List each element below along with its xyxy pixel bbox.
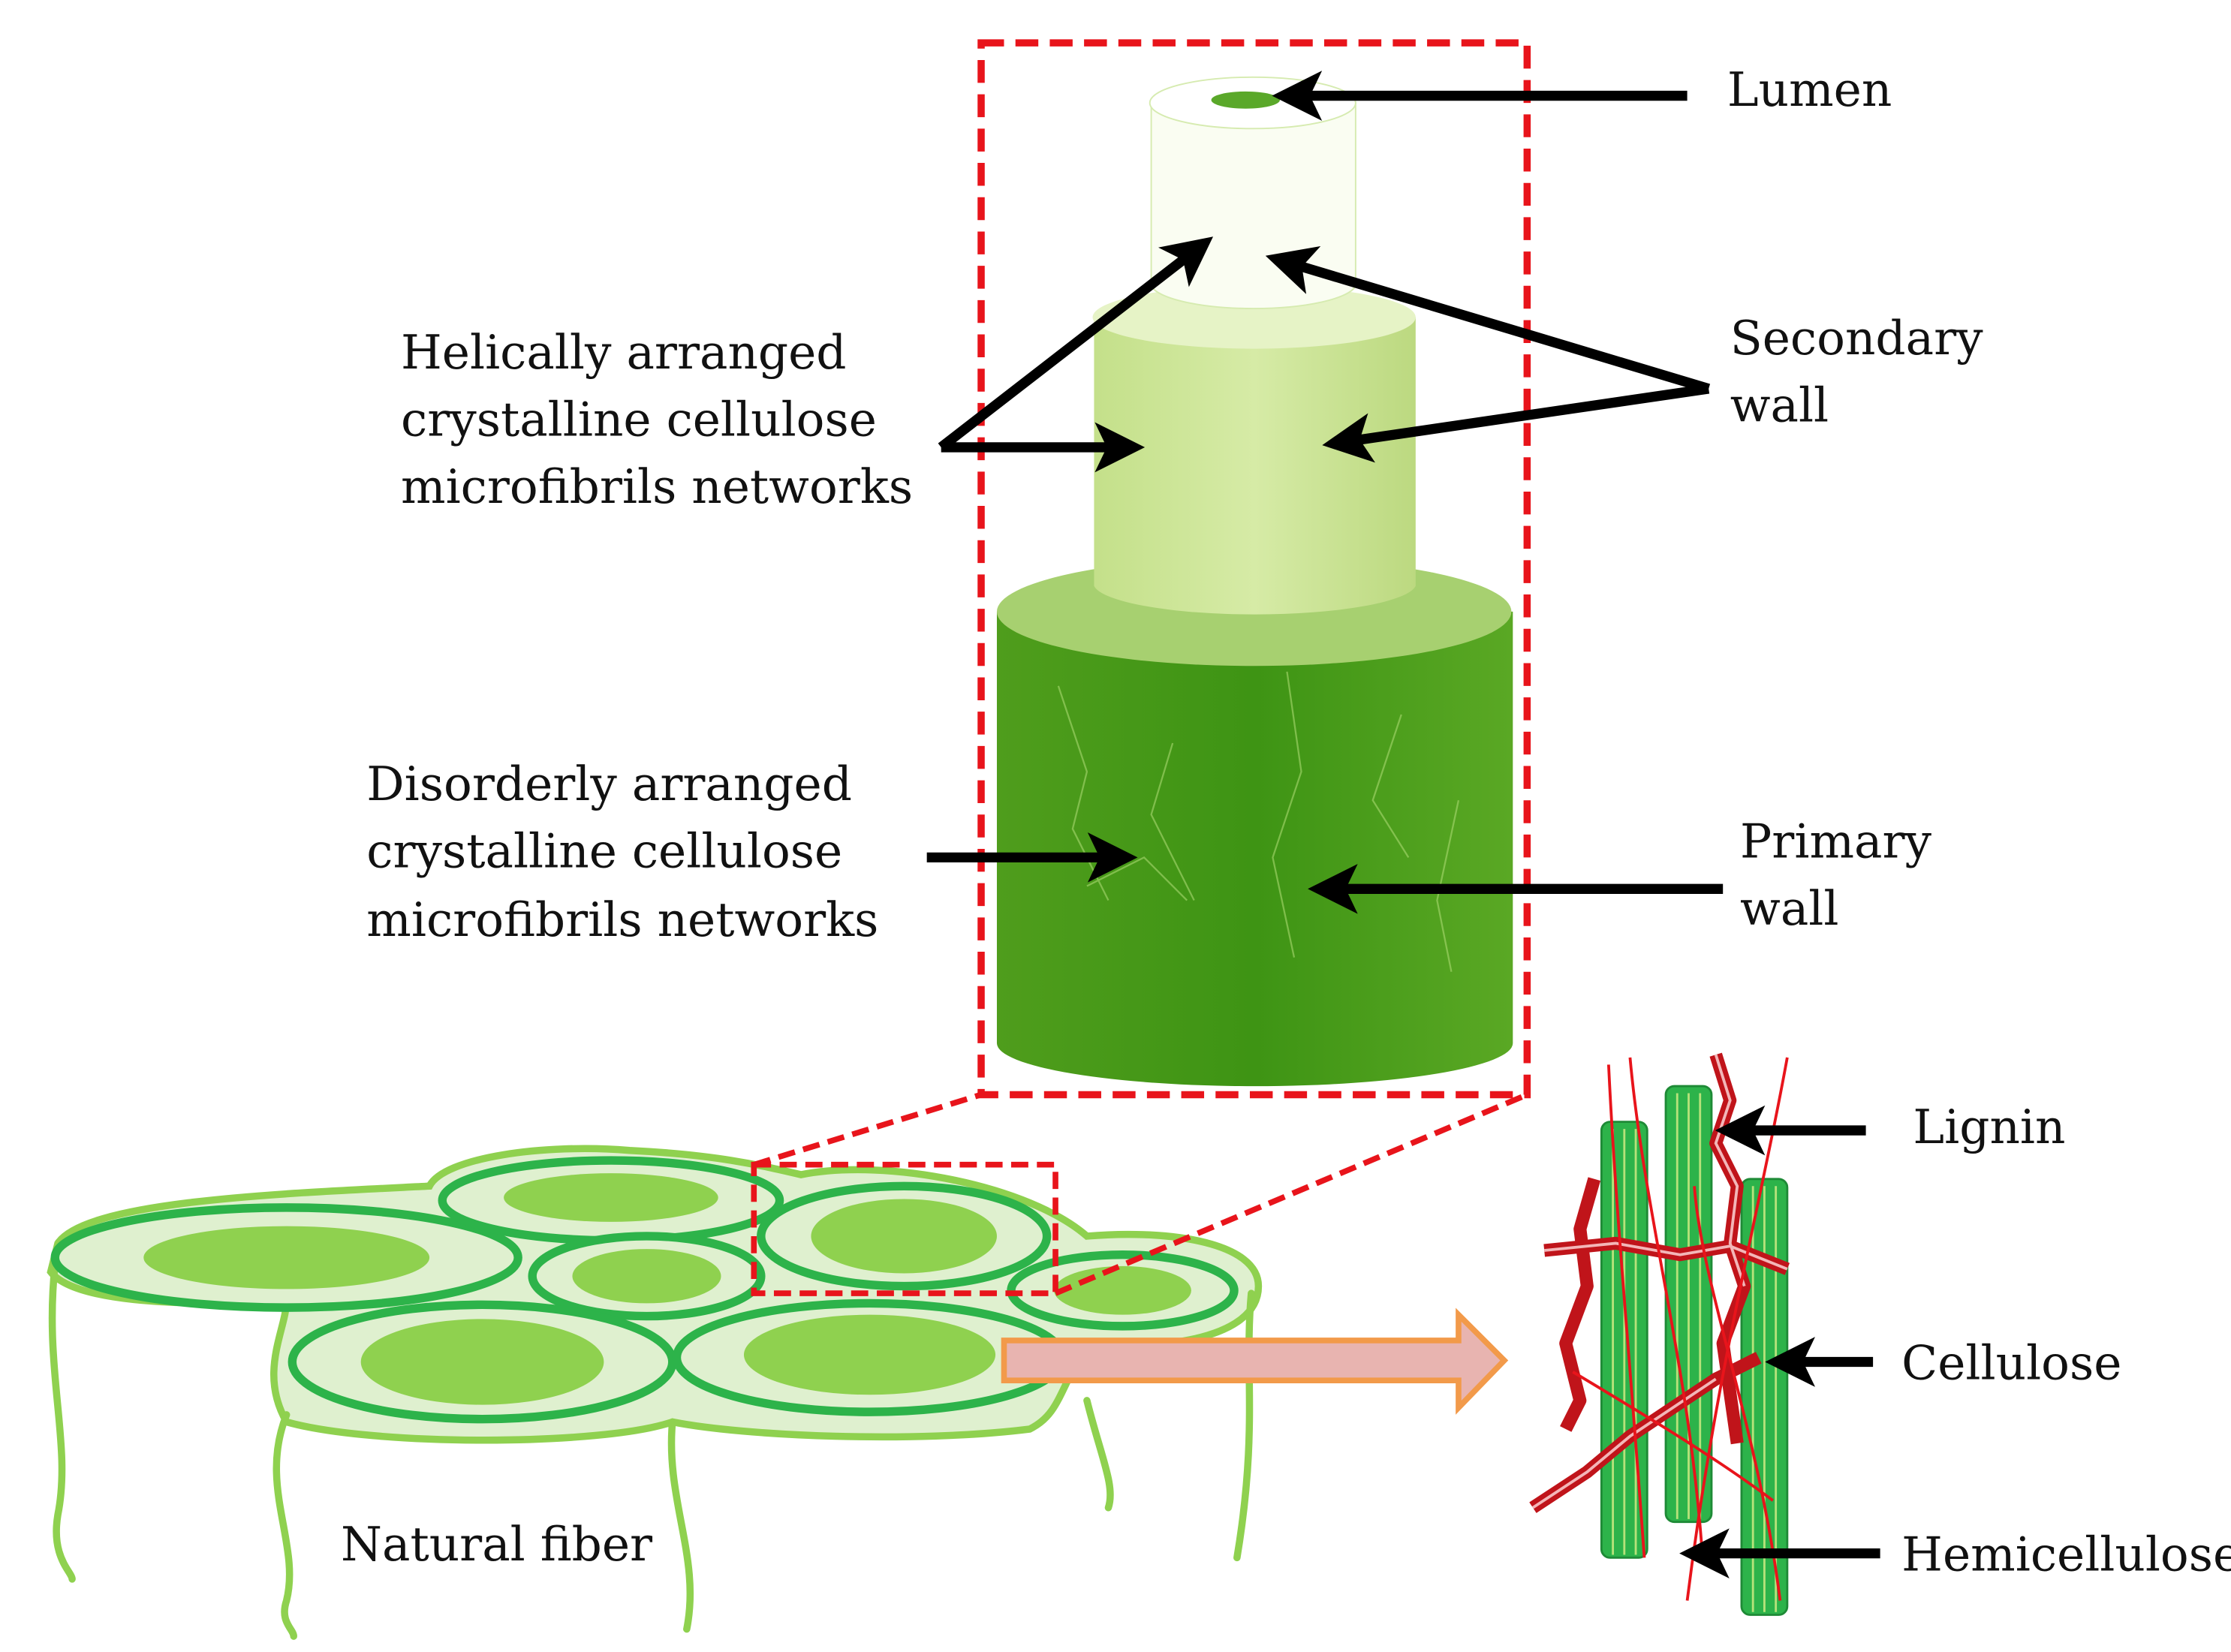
zoom-line-left [753,1091,983,1168]
arrow-secondary-upper [1265,246,1711,394]
label-secondary-wall-2: wall [1730,378,1829,433]
labels: Lumen Secondary wall Helically arranged … [341,62,2231,1582]
zoom-box-small [751,1161,1058,1296]
cellulose-lignin-bundle [1529,1052,1790,1616]
label-helical-2: crystalline cellulose [401,393,877,447]
orange-arrow [1001,1307,1509,1415]
fiber-cell-wall-cylinder [996,76,1513,1087]
arrow-helical-upper [938,236,1214,452]
label-primary-wall: Primary [1740,814,1931,868]
label-disorderly: Disorderly arranged [366,757,852,811]
secondary-wall-layer [1094,317,1416,615]
primary-wall-layer [996,611,1513,1087]
label-cellulose: Cellulose [1901,1335,2121,1390]
label-secondary-wall: Secondary [1730,311,1983,366]
label-helical-3: microfibrils networks [401,459,913,514]
label-lignin: Lignin [1913,1100,2065,1154]
zoom-line-right [1054,1091,1528,1296]
zoom-box-large [977,39,1531,1099]
label-lumen: Lumen [1727,62,1892,117]
label-disorderly-2: crystalline cellulose [366,824,842,879]
hemicellulose-strands [1572,1057,1789,1601]
arrow-secondary-lower [1322,384,1710,463]
label-helical: Helically arranged [401,325,847,380]
label-primary-wall-2: wall [1740,881,1838,936]
lumen [1211,91,1280,109]
pointer-arrows [926,71,1880,1578]
label-natural-fiber: Natural fiber [341,1517,653,1572]
label-hemicellulose: Hemicellulose [1901,1527,2231,1581]
label-disorderly-3: microfibrils networks [366,892,878,947]
natural-fiber-cross-section [47,1145,1263,1640]
